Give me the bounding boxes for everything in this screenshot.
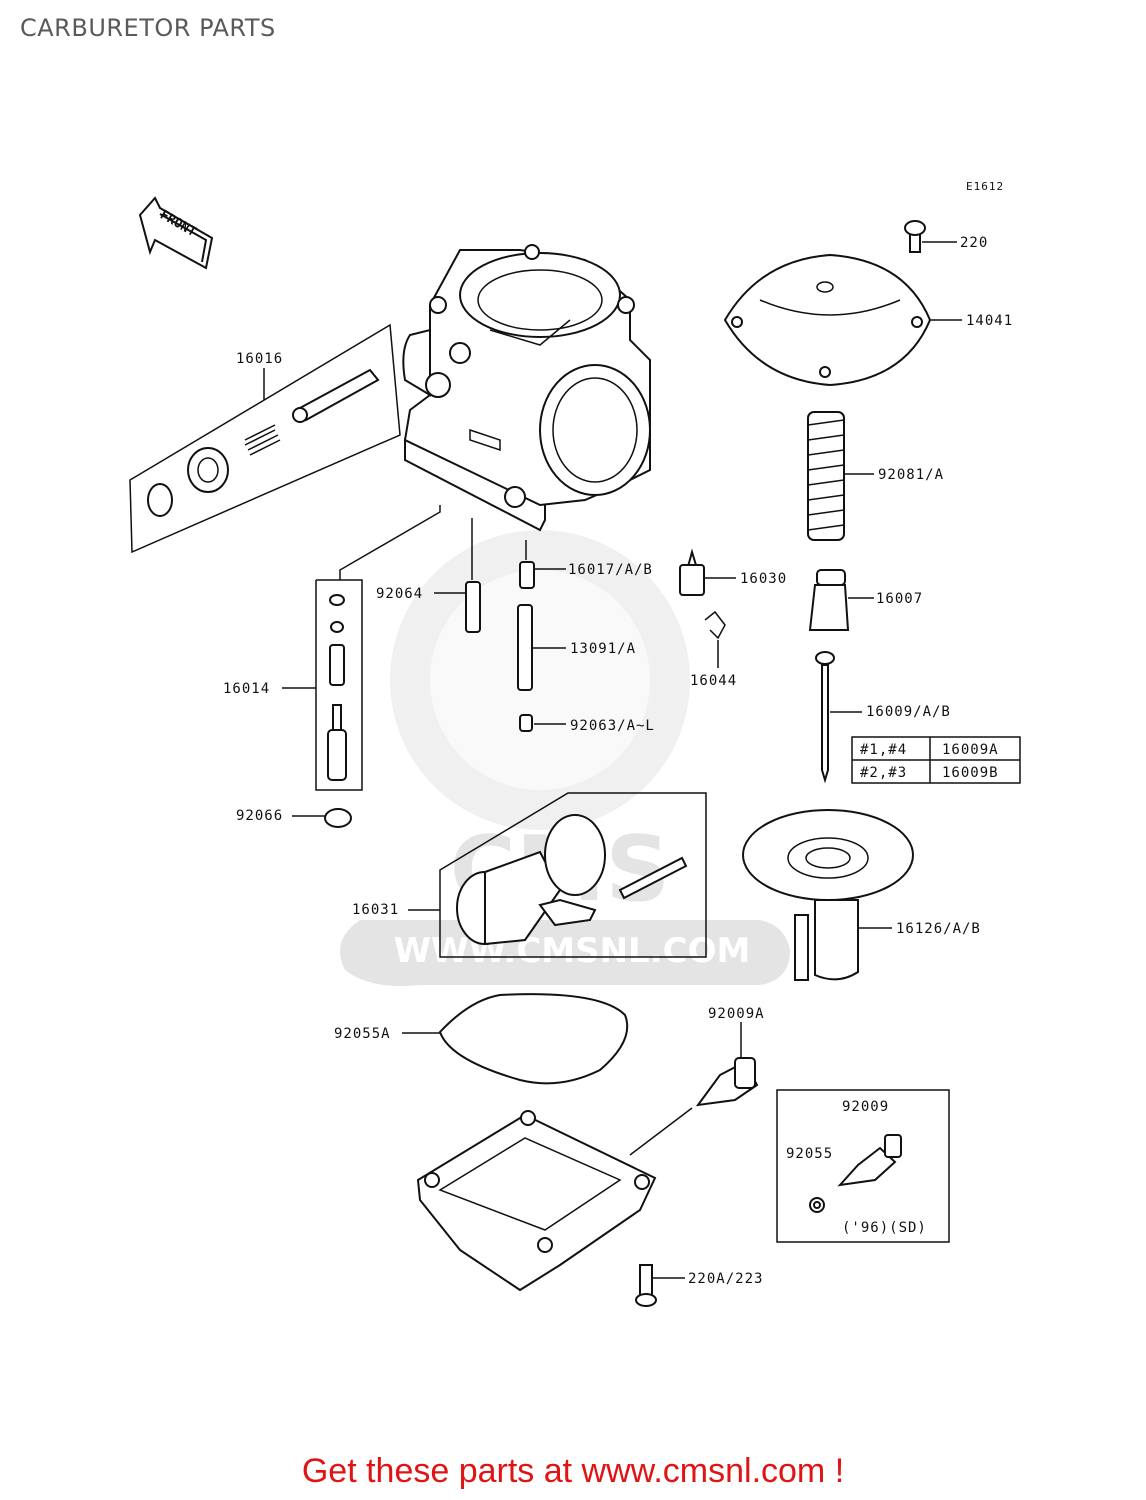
part-16016-assembly — [129, 323, 401, 554]
label-16030: 16030 — [740, 571, 787, 587]
diaphragm-slide — [742, 809, 914, 981]
needle-table-cyl-1: #1,#4 — [860, 742, 907, 758]
label-92009a: 92009A — [708, 1006, 765, 1022]
label-16017: 16017/A/B — [568, 562, 653, 578]
promo-link[interactable]: Get these parts at www.cmsnl.com ! — [301, 1452, 845, 1490]
label-92009: 92009 — [842, 1099, 889, 1115]
carburetor-body — [402, 244, 651, 532]
label-92081: 92081/A — [878, 467, 944, 483]
label-92063: 92063/A~L — [570, 718, 655, 734]
float-bowl — [416, 1110, 657, 1292]
part-92066-plug — [324, 808, 352, 828]
label-92055a: 92055A — [334, 1026, 391, 1042]
spring-92081 — [807, 411, 845, 541]
leader-lines — [263, 241, 962, 1279]
label-16009: 16009/A/B — [866, 704, 951, 720]
part-16014-assembly — [315, 505, 441, 791]
part-220a-screw — [635, 1264, 657, 1307]
part-92009a-screw — [629, 1057, 759, 1156]
front-arrow-icon: FRONT — [138, 196, 214, 270]
label-13091: 13091/A — [570, 641, 636, 657]
float-valve — [679, 548, 726, 640]
label-16016: 16016 — [236, 351, 283, 367]
label-92066: 92066 — [236, 808, 283, 824]
diagram-code: E1612 — [966, 180, 1004, 193]
label-92055: 92055 — [786, 1146, 833, 1162]
label-14041: 14041 — [966, 313, 1013, 329]
label-220a-223: 220A/223 — [688, 1271, 763, 1287]
label-220: 220 — [960, 235, 988, 251]
needle-table: #1,#4 16009A #2,#3 16009B — [851, 736, 1021, 784]
inset-box — [776, 1089, 950, 1243]
label-96-sd: ('96)(SD) — [842, 1220, 927, 1236]
label-16031: 16031 — [352, 902, 399, 918]
label-16007: 16007 — [876, 591, 923, 607]
label-16014: 16014 — [223, 681, 270, 697]
needle-table-part-1: 16009A — [942, 742, 999, 758]
label-16126: 16126/A/B — [896, 921, 981, 937]
label-16044: 16044 — [690, 673, 737, 689]
page-title: CARBURETOR PARTS — [20, 14, 276, 42]
needle-table-part-2: 16009B — [942, 765, 999, 781]
label-92064: 92064 — [376, 586, 423, 602]
watermark-url: WWW.CMSNL.COM — [394, 931, 751, 971]
needle-parts — [808, 569, 850, 784]
top-cover — [723, 220, 932, 387]
part-92055a-gasket — [438, 993, 629, 1085]
needle-table-cyl-2: #2,#3 — [860, 765, 907, 781]
part-16031-assembly — [439, 792, 707, 958]
